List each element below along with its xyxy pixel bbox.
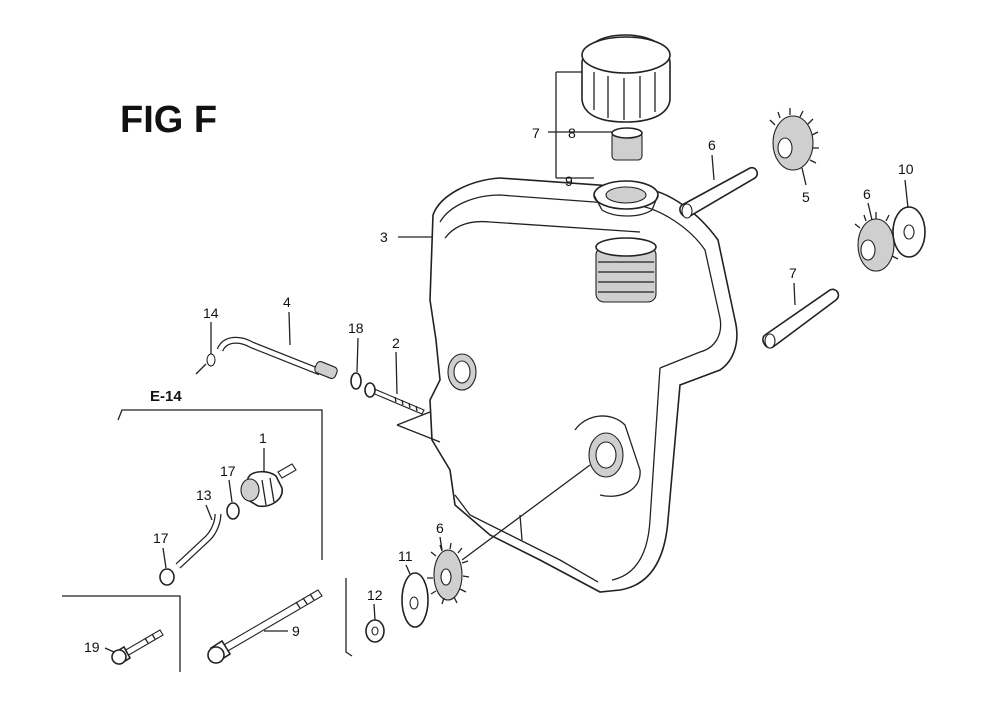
callout-15: 13: [196, 487, 212, 503]
fuel-hose-15: [175, 513, 222, 569]
callout-13: 11: [398, 548, 413, 564]
callout-7-upper: 6: [708, 137, 716, 153]
callout-7-lower: 7: [789, 265, 797, 281]
fuel-tank: [429, 177, 738, 593]
callout-16: 14: [203, 305, 219, 321]
mount-pin-upper: [679, 166, 758, 219]
callout-4: 4: [283, 294, 291, 310]
reference-e14: E-14: [150, 388, 182, 405]
fuel-cap: [581, 34, 671, 123]
cap-insert: [611, 127, 643, 161]
mount-pin-lower: [762, 288, 840, 349]
rubber-mount-5: [769, 108, 819, 171]
clamp-17-lower: [159, 568, 175, 586]
bolt-2: [364, 382, 425, 415]
clip-16: [206, 353, 216, 367]
bolt-guide-line: [396, 411, 441, 443]
fuel-cock: [240, 463, 297, 508]
callout-1: 1: [259, 430, 267, 446]
callout-14: 12: [367, 587, 383, 603]
callout-5: 5: [802, 189, 810, 205]
callout-6-lower: 6: [436, 520, 444, 536]
fuel-tube: [216, 336, 338, 380]
washer-14: [365, 619, 385, 643]
clamp-17-upper: [226, 502, 240, 520]
callout-6-right: 6: [863, 186, 871, 202]
callout-2: 2: [392, 335, 400, 351]
rubber-mount-6-lower: [427, 542, 470, 605]
callout-18: 18: [348, 320, 364, 336]
callout-12: 10: [898, 161, 914, 177]
bolt-19: [111, 629, 164, 666]
callout-3: 3: [380, 229, 388, 245]
callout-17-upper: 17: [220, 463, 236, 479]
callout-17-lower: 17: [153, 530, 169, 546]
figure-title: FIG F: [120, 99, 217, 141]
callout-19: 19: [84, 639, 100, 655]
callout-10: 9: [565, 173, 573, 189]
callout-8: 7: [532, 125, 540, 141]
bolt-11: [207, 589, 323, 664]
washer-12: [892, 206, 926, 258]
inset-bracket: [345, 578, 353, 657]
rubber-mount-6-right: [854, 212, 901, 272]
inset-frame-lower: [62, 595, 181, 672]
cap-gasket: [593, 180, 659, 217]
callout-11: 9: [292, 623, 300, 639]
o-ring-18: [350, 372, 362, 390]
leader-lines: [104, 71, 909, 653]
washer-13: [401, 572, 429, 628]
inset-frame-upper: [117, 409, 323, 560]
callout-9: 8: [568, 125, 576, 141]
